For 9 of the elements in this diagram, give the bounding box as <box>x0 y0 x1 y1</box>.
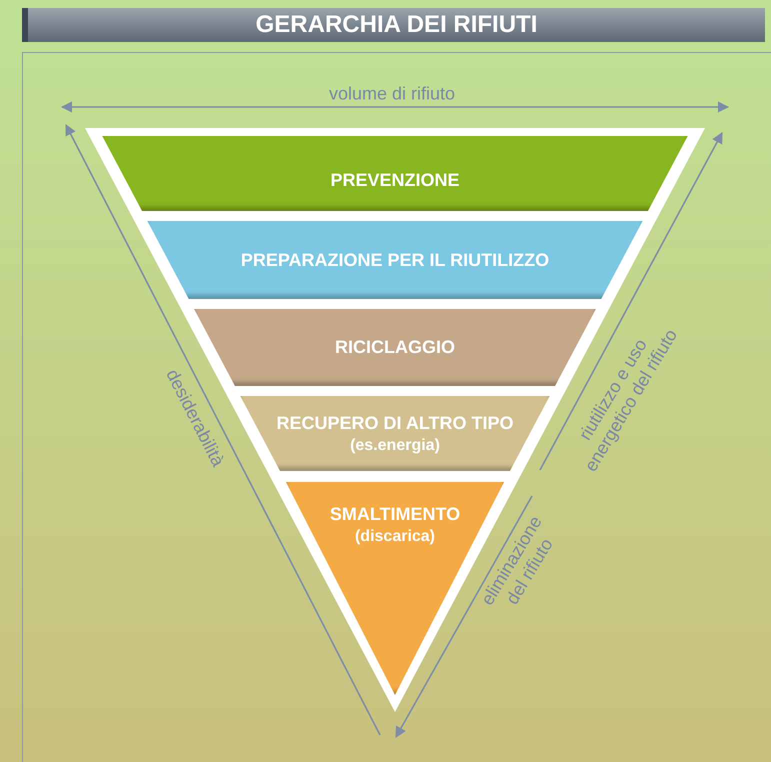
band-title: RICICLAGGIO <box>334 336 455 360</box>
dimension-label: volume di rifiuto <box>328 84 456 104</box>
title-banner: GERARCHIA DEI RIFIUTI <box>22 8 765 42</box>
band-title: PREVENZIONE <box>330 169 460 192</box>
band-note: (discarica) <box>354 527 436 548</box>
band-title: SMALTIMENTO <box>330 503 460 526</box>
band-title: PREPARAZIONE PER IL RIUTILIZZO <box>240 248 550 272</box>
band-note: (es.energia) <box>350 436 440 456</box>
band-title: RECUPERO DI ALTRO TIPO <box>276 412 514 435</box>
